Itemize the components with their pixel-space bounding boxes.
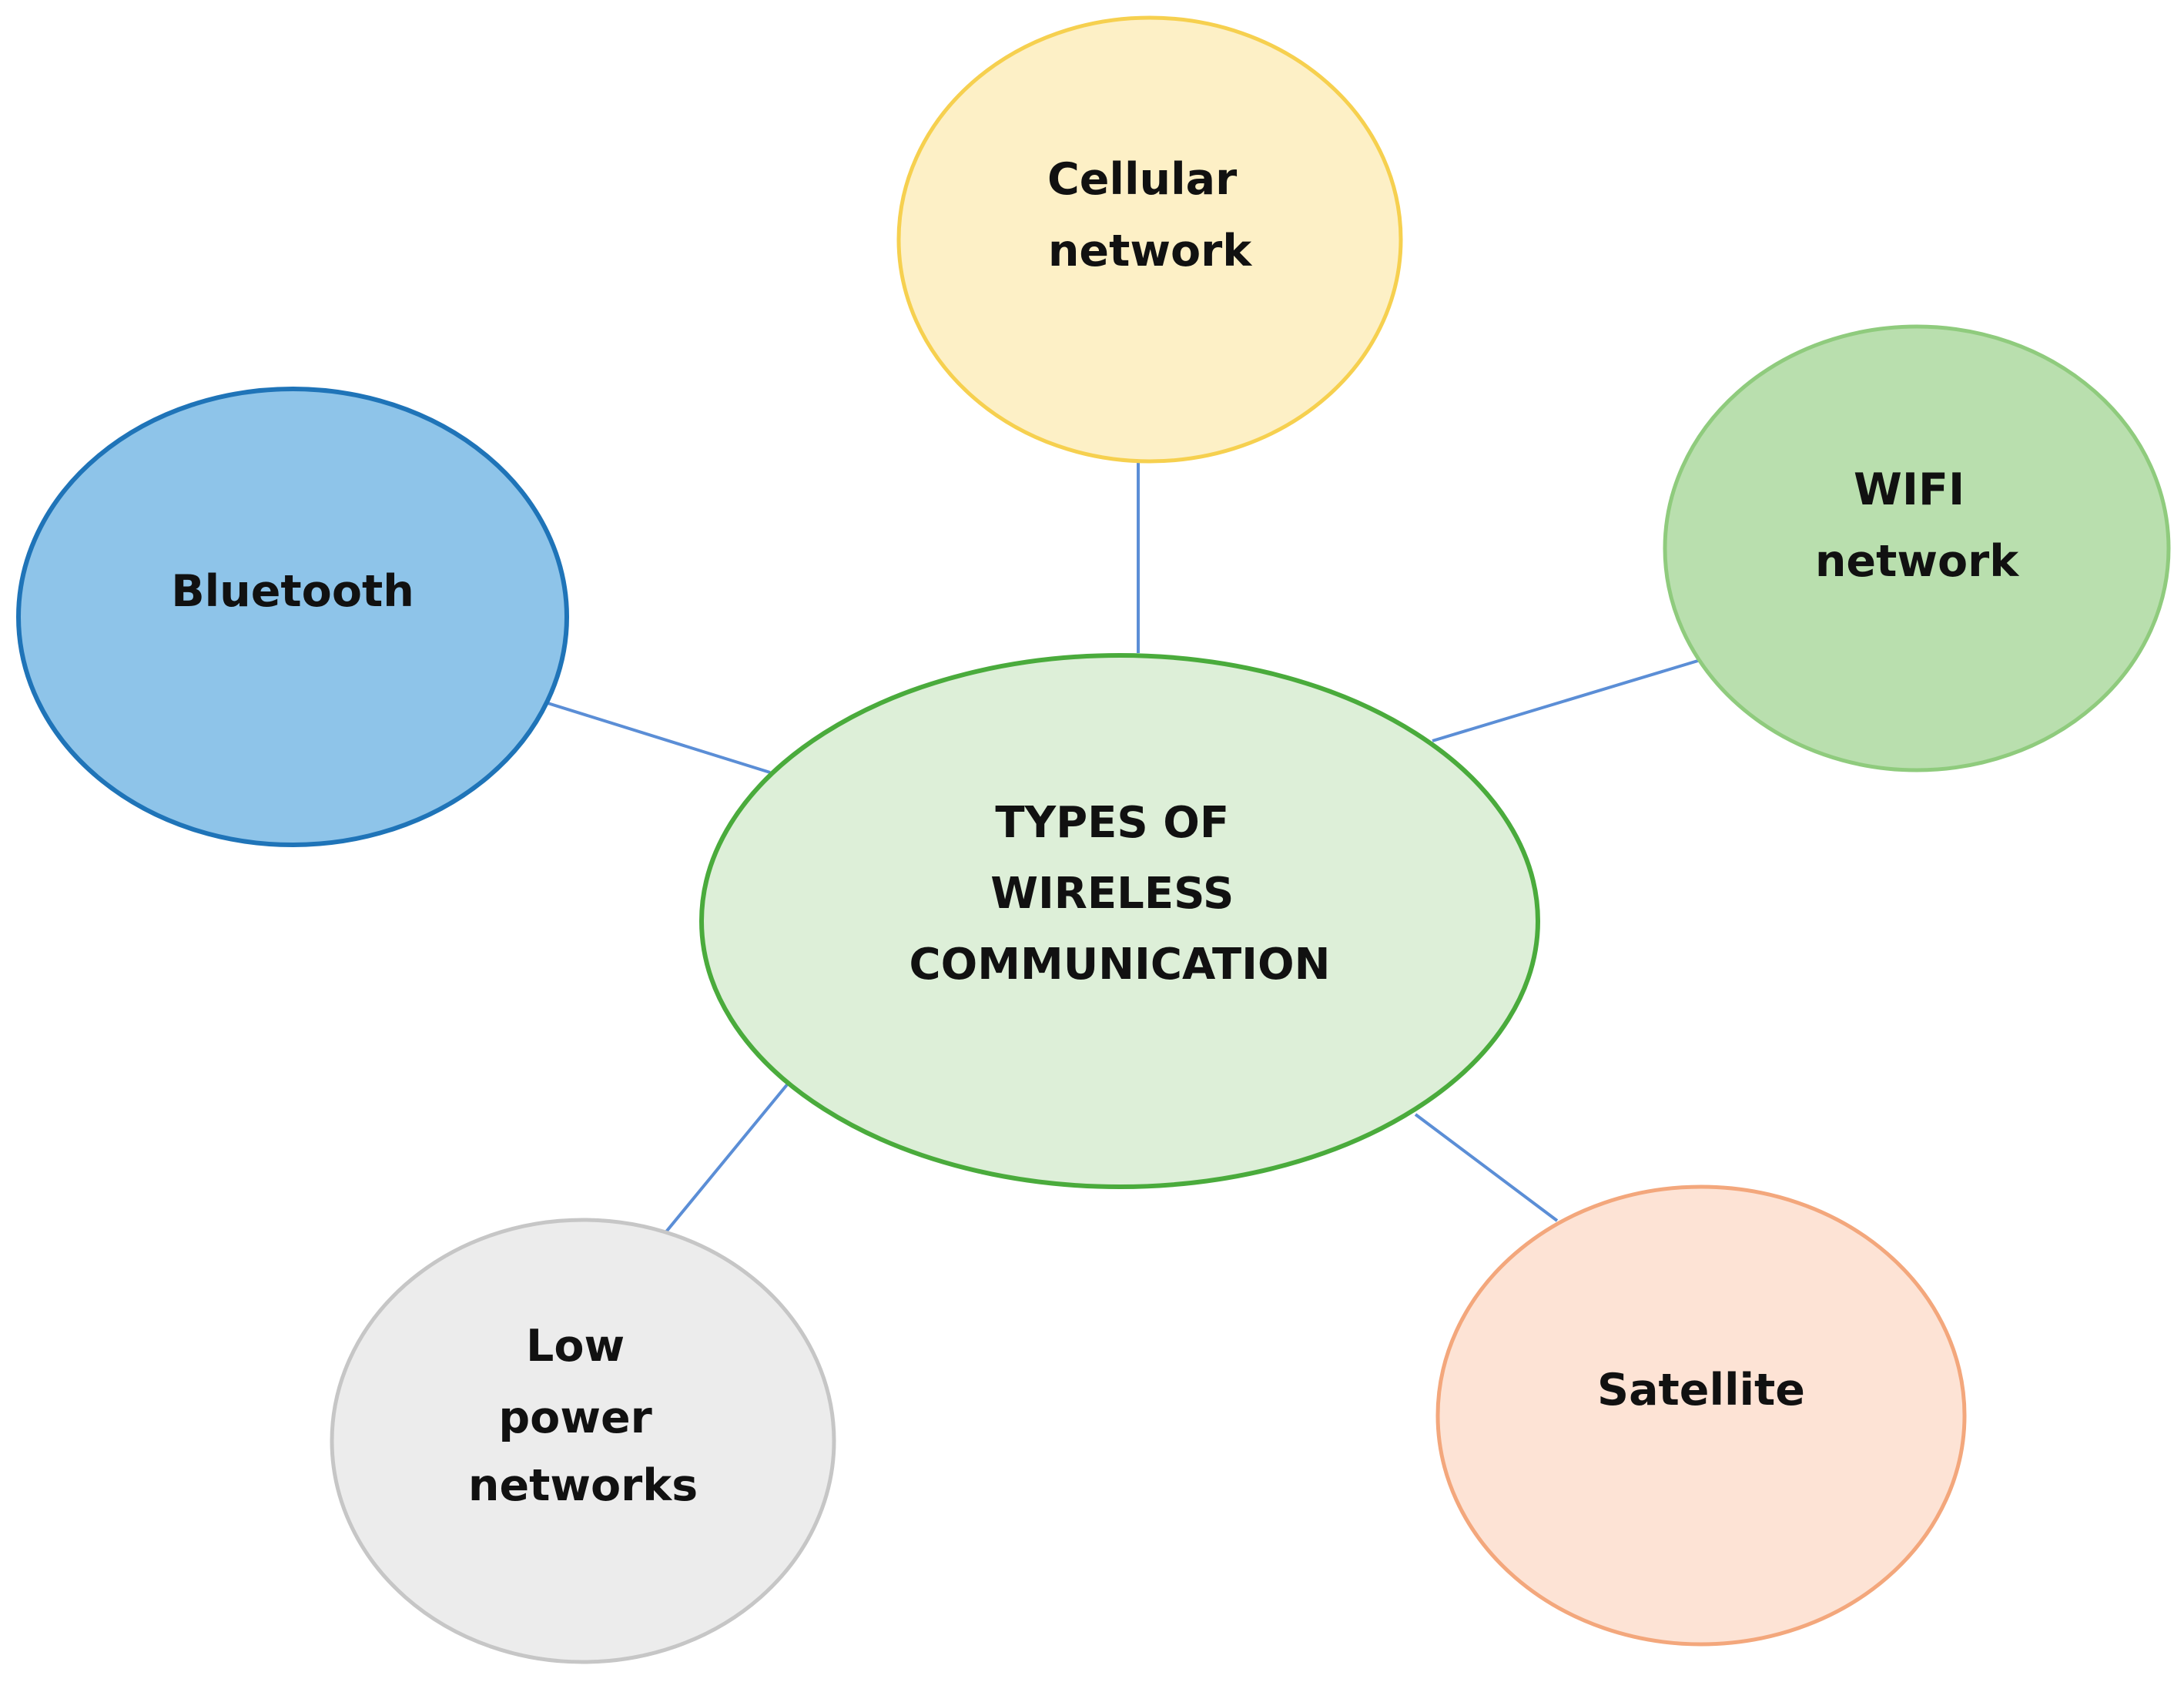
connector-low-power — [662, 1081, 790, 1236]
connector-bluetooth — [544, 701, 771, 774]
node-cellular-bubble — [896, 15, 1403, 464]
center-node-bubble — [699, 653, 1540, 1189]
node-satellite-label-line-1: Satellite — [1597, 1365, 1805, 1416]
connectors — [544, 462, 1701, 1236]
center-node: TYPES OF WIRELESS COMMUNICATION — [699, 653, 1540, 1189]
node-wifi: WIFI network — [1663, 324, 2171, 772]
center-label-line-2: WIRELESS — [990, 869, 1234, 919]
node-cellular-label: Cellular network — [1047, 154, 1252, 276]
node-wifi-bubble — [1663, 324, 2171, 772]
node-low-power-label-line-3: networks — [468, 1460, 698, 1511]
center-node-label: TYPES OF WIRELESS COMMUNICATION — [909, 798, 1331, 990]
node-cellular: Cellular network — [896, 15, 1403, 464]
node-satellite: Satellite — [1435, 1184, 1967, 1647]
node-bluetooth-label-line-1: Bluetooth — [171, 566, 414, 617]
node-wifi-label-line-2: network — [1815, 536, 2019, 587]
connector-satellite — [1414, 1113, 1559, 1222]
node-bluetooth-bubble — [16, 387, 569, 847]
center-label-line-1: TYPES OF — [995, 798, 1229, 848]
node-wifi-label-line-1: WIFI — [1854, 464, 1965, 515]
node-cellular-label-line-1: Cellular — [1047, 154, 1237, 205]
center-label-line-3: COMMUNICATION — [909, 940, 1331, 990]
node-low-power-label: Low power networks — [468, 1321, 698, 1511]
node-cellular-label-line-2: network — [1048, 226, 1252, 276]
connector-wifi — [1432, 658, 1701, 742]
node-low-power-label-line-1: Low — [526, 1321, 625, 1372]
node-wifi-label: WIFI network — [1815, 464, 2019, 587]
node-low-power-label-line-2: power — [498, 1392, 652, 1443]
node-low-power-bubble — [330, 1218, 836, 1664]
node-satellite-label: Satellite — [1597, 1365, 1805, 1416]
node-bluetooth-label: Bluetooth — [171, 566, 414, 617]
node-low-power: Low power networks — [330, 1218, 836, 1664]
node-bluetooth: Bluetooth — [16, 387, 569, 847]
node-satellite-bubble — [1435, 1184, 1967, 1647]
